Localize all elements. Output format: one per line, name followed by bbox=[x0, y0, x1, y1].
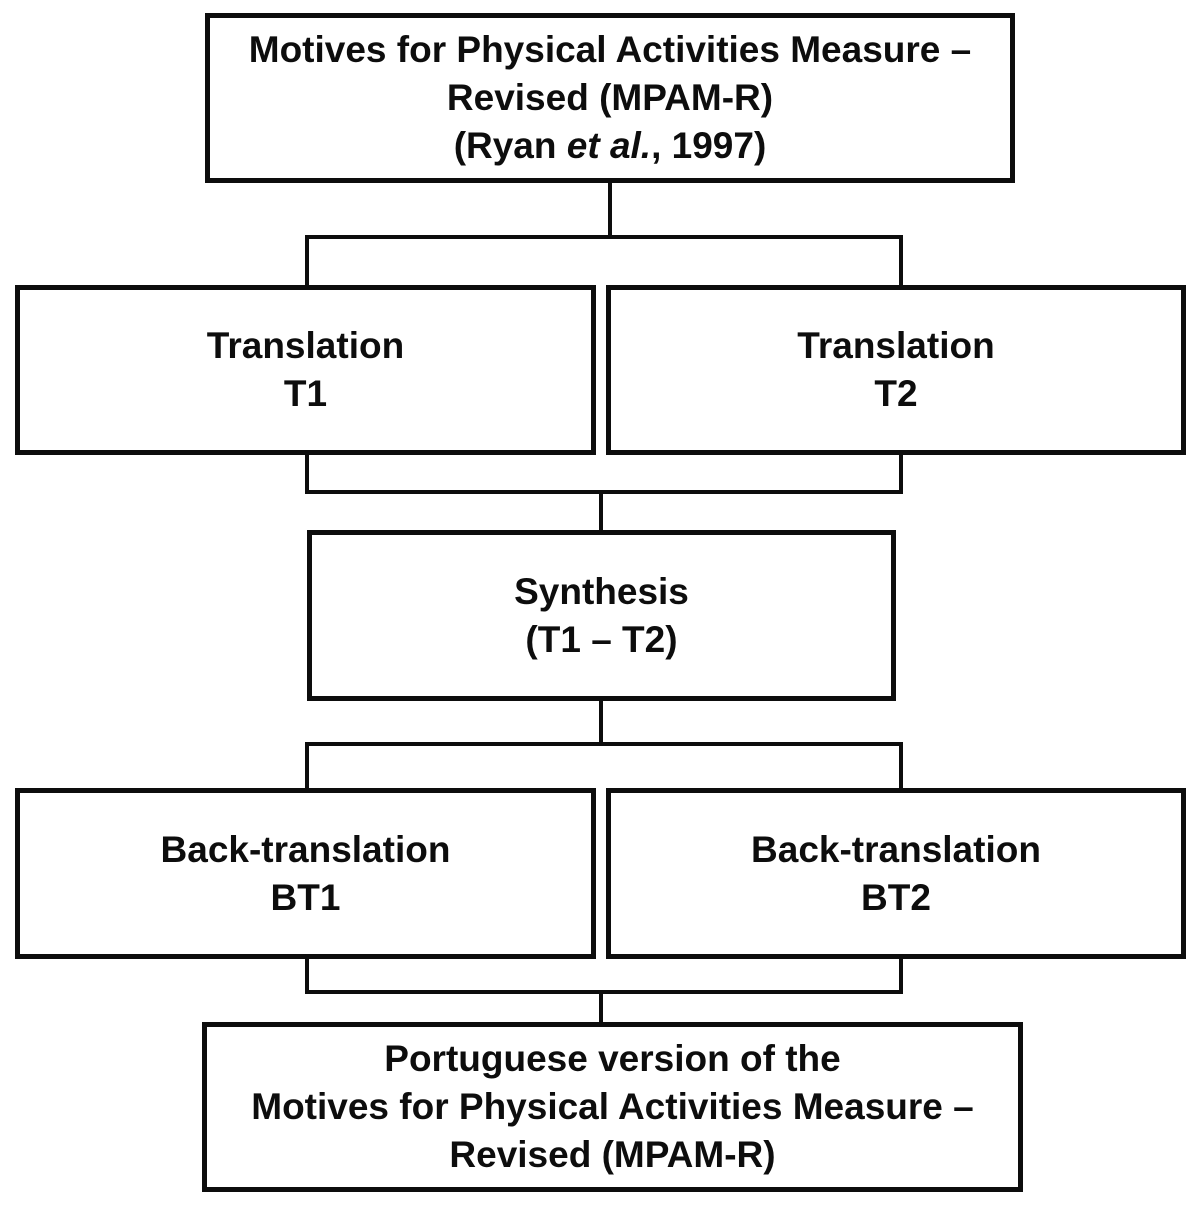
node-line: Synthesis bbox=[514, 570, 689, 612]
node-line: Back-translation bbox=[160, 828, 451, 870]
node-translation-t2: Translation T2 bbox=[606, 285, 1186, 455]
node-back-translation-bt2: Back-translation BT2 bbox=[606, 788, 1186, 959]
connector-merge-translations bbox=[305, 453, 903, 494]
citation-suffix: , 1997) bbox=[651, 125, 767, 166]
connector-branch-backtranslations bbox=[305, 742, 903, 790]
connector-branch-translations bbox=[305, 235, 903, 287]
connector-synthesis-stub-out bbox=[599, 699, 603, 746]
node-line: Translation bbox=[797, 325, 995, 366]
connector-synthesis-stub-in bbox=[599, 490, 603, 532]
node-line: Portuguese version of the bbox=[384, 1038, 841, 1079]
node-line: T1 bbox=[283, 373, 328, 414]
node-line: Motives for Physical Activities Measure … bbox=[248, 29, 972, 70]
node-mpam-r-source: Motives for Physical Activities Measure … bbox=[205, 13, 1015, 183]
citation-et-al: et al. bbox=[566, 125, 652, 166]
node-line: (T1 – T2) bbox=[525, 618, 678, 660]
connector-source-stub bbox=[608, 181, 612, 239]
node-line: Revised (MPAM-R) bbox=[446, 77, 774, 118]
node-synthesis: Synthesis (T1 – T2) bbox=[307, 530, 896, 701]
node-portuguese-version: Portuguese version of the Motives for Ph… bbox=[202, 1022, 1023, 1192]
node-translation-t1: Translation T1 bbox=[15, 285, 596, 455]
node-line: T2 bbox=[874, 373, 918, 414]
node-line: Back-translation bbox=[751, 828, 1041, 870]
citation-prefix: (Ryan bbox=[453, 125, 567, 166]
node-line: Translation bbox=[206, 325, 405, 366]
node-line: Revised (MPAM-R) bbox=[449, 1134, 776, 1175]
node-line: BT2 bbox=[861, 876, 931, 918]
connector-result-stub bbox=[599, 990, 603, 1024]
node-back-translation-bt1: Back-translation BT1 bbox=[15, 788, 596, 959]
connector-merge-backtranslations bbox=[305, 956, 903, 994]
node-line: Motives for Physical Activities Measure … bbox=[251, 1086, 974, 1127]
node-line-citation: (Ryan et al., 1997) bbox=[454, 122, 767, 170]
node-line: BT1 bbox=[270, 876, 341, 918]
